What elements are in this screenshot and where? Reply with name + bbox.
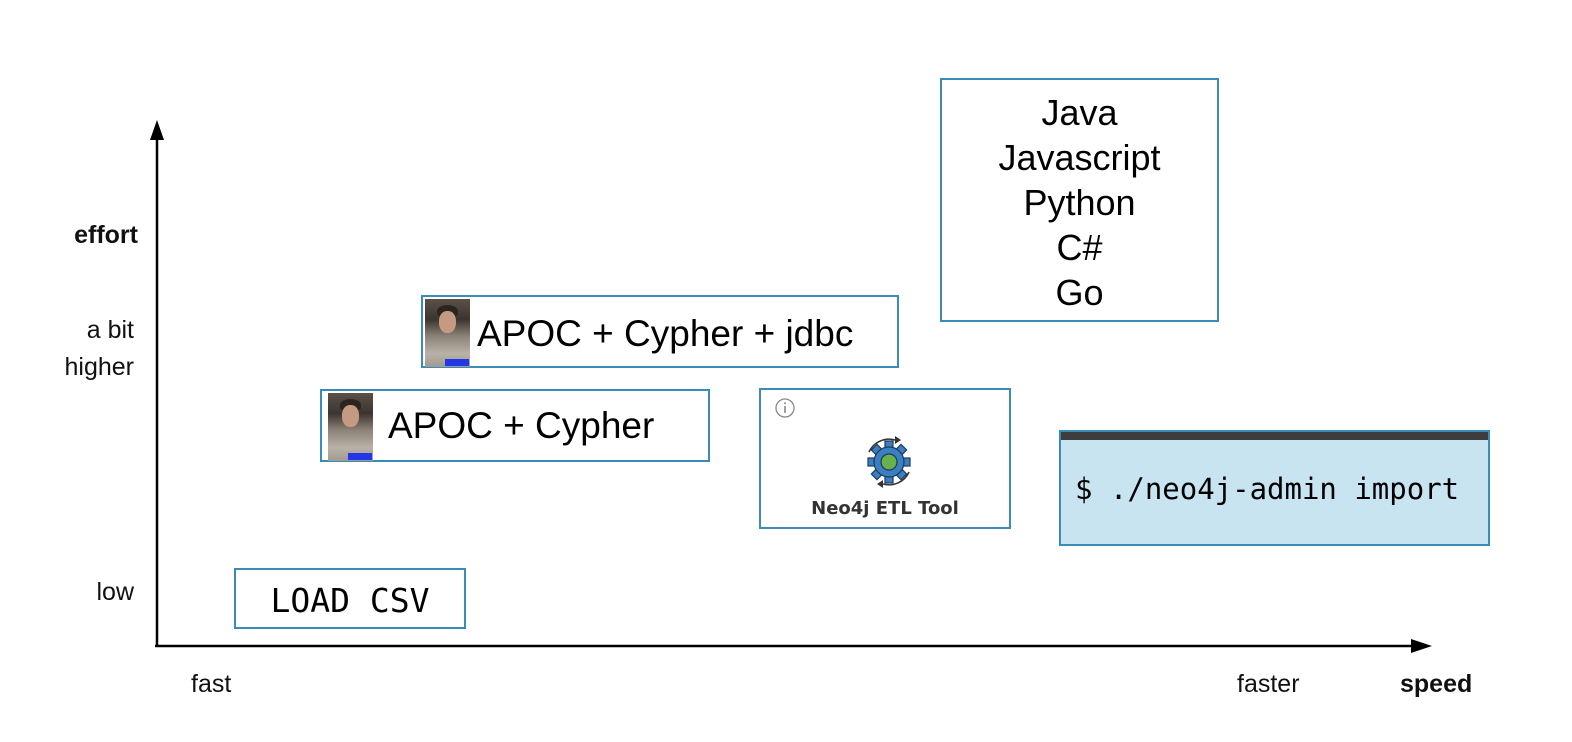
x-axis-title: speed [1400, 670, 1473, 698]
avatar-image [328, 393, 373, 461]
language-item: Javascript [998, 137, 1161, 178]
load-csv-label: LOAD CSV [270, 581, 430, 620]
language-item: Python [1023, 182, 1136, 223]
language-item: Go [1055, 272, 1104, 313]
languages-box: Java Javascript Python C# Go [940, 78, 1219, 322]
language-item: C# [1056, 227, 1103, 268]
y-tick-low: low [96, 578, 134, 606]
x-tick-faster: faster [1237, 670, 1300, 698]
y-tick-high-line1: a bit [86, 316, 134, 344]
info-icon [775, 398, 795, 418]
language-item: Java [1041, 92, 1118, 133]
terminal-titlebar [1061, 432, 1488, 440]
y-tick-high: a bit higher [65, 312, 135, 386]
apoc-cypher-jdbc-box: APOC + Cypher + jdbc [421, 295, 899, 368]
y-axis-arrow [150, 120, 164, 140]
y-axis-title: effort [74, 221, 138, 249]
apoc-cypher-label: APOC + Cypher [388, 405, 655, 446]
gear-icon [867, 436, 911, 488]
languages-list: Java Javascript Python C# Go [942, 90, 1217, 315]
x-tick-fast: fast [191, 670, 232, 698]
y-tick-high-line2: higher [64, 353, 135, 381]
x-axis-arrow [1411, 639, 1432, 653]
admin-import-label: $ ./neo4j-admin import [1075, 472, 1460, 506]
apoc-cypher-jdbc-label: APOC + Cypher + jdbc [477, 313, 854, 354]
apoc-cypher-box: APOC + Cypher [320, 389, 710, 462]
admin-import-box: $ ./neo4j-admin import [1059, 430, 1490, 546]
etl-tool-box: Neo4j ETL Tool [759, 388, 1011, 529]
etl-tool-label: Neo4j ETL Tool [811, 498, 959, 519]
load-csv-box: LOAD CSV [234, 568, 466, 629]
avatar-image [425, 299, 470, 367]
